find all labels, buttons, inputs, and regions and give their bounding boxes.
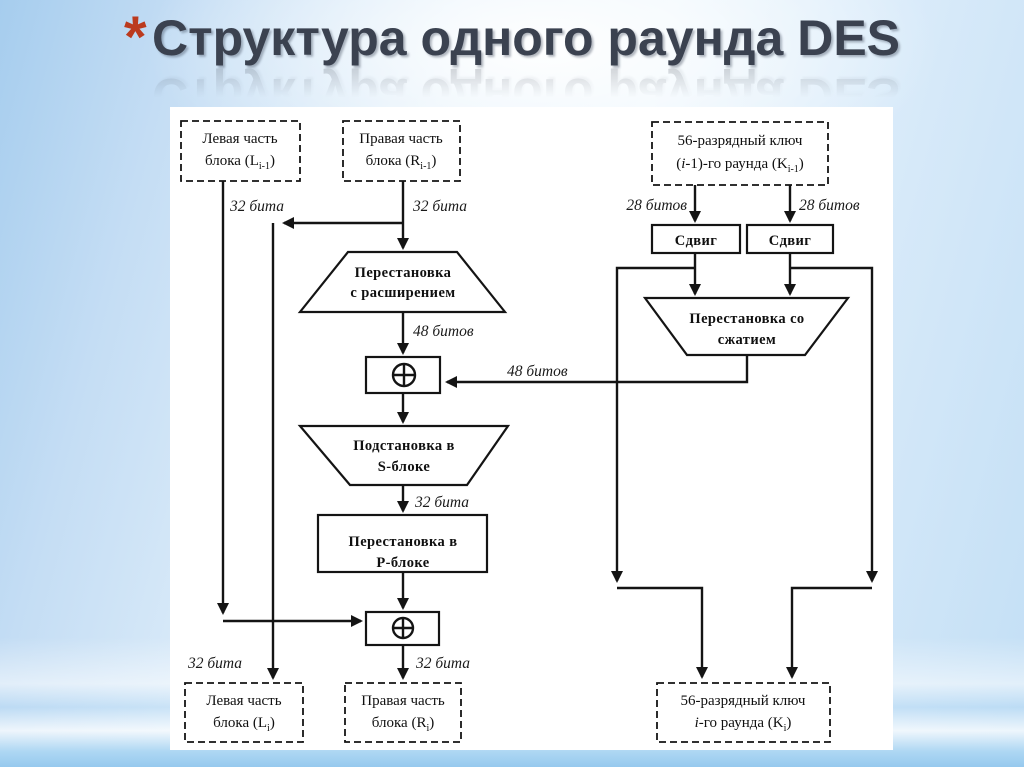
label-48bits-expansion: 48 битов [413, 323, 474, 340]
xor-bottom-icon [364, 610, 441, 647]
trapezoid-expansion-permutation: Перестановка с расширением [297, 250, 508, 314]
box-right-new-line1: Правая часть [361, 693, 445, 709]
box-right-prev: Правая часть блока (Ri-1) [342, 120, 461, 182]
box-pbox-permutation: Перестановка в P-блоке [316, 513, 489, 574]
box-key-new-line2: i-го раунда (Ki) [695, 715, 792, 734]
expansion-line2: с расширением [350, 285, 455, 301]
compression-line2: сжатием [718, 332, 776, 348]
expansion-line1: Перестановка [355, 265, 452, 281]
box-left-prev-line2: блока (Li-1) [205, 153, 275, 172]
label-32bits-right-bottom: 32 бита [415, 655, 470, 672]
bullet-asterisk-icon: * [123, 5, 147, 70]
box-left-new: Левая часть блока (Li) [184, 682, 304, 743]
line-right-to-newkey [786, 586, 872, 679]
bit-labels: 32 бита 32 бита 28 битов 28 битов 48 бит… [187, 197, 860, 672]
line-compression-to-xor [445, 355, 749, 388]
sbox-line1: Подстановка в [353, 438, 455, 454]
trapezoid-sbox-substitution: Подстановка в S-блоке [297, 424, 511, 487]
box-right-new-line2: блока (Ri) [372, 715, 435, 734]
label-32bits-left-top: 32 бита [229, 198, 284, 215]
label-32bits-left-bottom: 32 бита [187, 655, 242, 672]
label-28bits-right: 28 битов [799, 197, 860, 214]
trapezoid-compression-permutation: Перестановка со сжатием [642, 296, 851, 357]
title-row: * Структура одного раунда DES [0, 7, 1024, 73]
box-left-new-line1: Левая часть [206, 693, 281, 709]
slide-title-block: * Структура одного раунда DES * Структур… [0, 7, 1024, 129]
shift-left-label: Сдвиг [675, 233, 718, 249]
label-28bits-left: 28 битов [626, 197, 687, 214]
label-32bits-right-top: 32 бита [412, 198, 467, 215]
box-key-prev: 56-разрядный ключ (i-1)-го раунда (Ki-1) [651, 121, 829, 186]
box-shift-left: Сдвиг [650, 223, 742, 255]
pbox-line2: P-блоке [376, 555, 429, 571]
box-left-new-line2: блока (Li) [213, 715, 275, 734]
label-48bits-key: 48 битов [507, 363, 568, 380]
label-32bits-sbox: 32 бита [414, 494, 469, 511]
shift-right-label: Сдвиг [769, 233, 812, 249]
pbox-line1: Перестановка в [349, 534, 458, 550]
box-key-prev-line2: (i-1)-го раунда (Ki-1) [676, 156, 804, 175]
sbox-line2: S-блоке [378, 459, 431, 475]
diagram-panel: Левая часть блока (Li-1) Правая часть бл… [170, 107, 893, 750]
page-title: Структура одного раунда DES [152, 10, 901, 66]
box-right-new: Правая часть блока (Ri) [344, 682, 462, 743]
box-right-prev-line1: Правая часть [359, 131, 443, 147]
box-key-prev-line1: 56-разрядный ключ [678, 133, 803, 149]
box-key-new-line1: 56-разрядный ключ [681, 693, 806, 709]
box-left-prev-line1: Левая часть [202, 131, 277, 147]
bullet-asterisk-reflection: * [123, 63, 147, 129]
box-left-prev: Левая часть блока (Li-1) [180, 120, 301, 182]
compression-line1: Перестановка со [689, 311, 804, 327]
xor-top-icon [364, 355, 442, 395]
line-left-to-newkey [617, 586, 708, 679]
des-round-diagram: Левая часть блока (Li-1) Правая часть бл… [180, 120, 878, 743]
box-key-new: 56-разрядный ключ i-го раунда (Ki) [656, 682, 831, 743]
connector-lines [217, 181, 878, 680]
line-outer-left [611, 266, 695, 583]
box-right-prev-line2: блока (Ri-1) [366, 153, 437, 172]
line-outer-right [790, 266, 878, 583]
box-shift-right: Сдвиг [745, 223, 835, 255]
